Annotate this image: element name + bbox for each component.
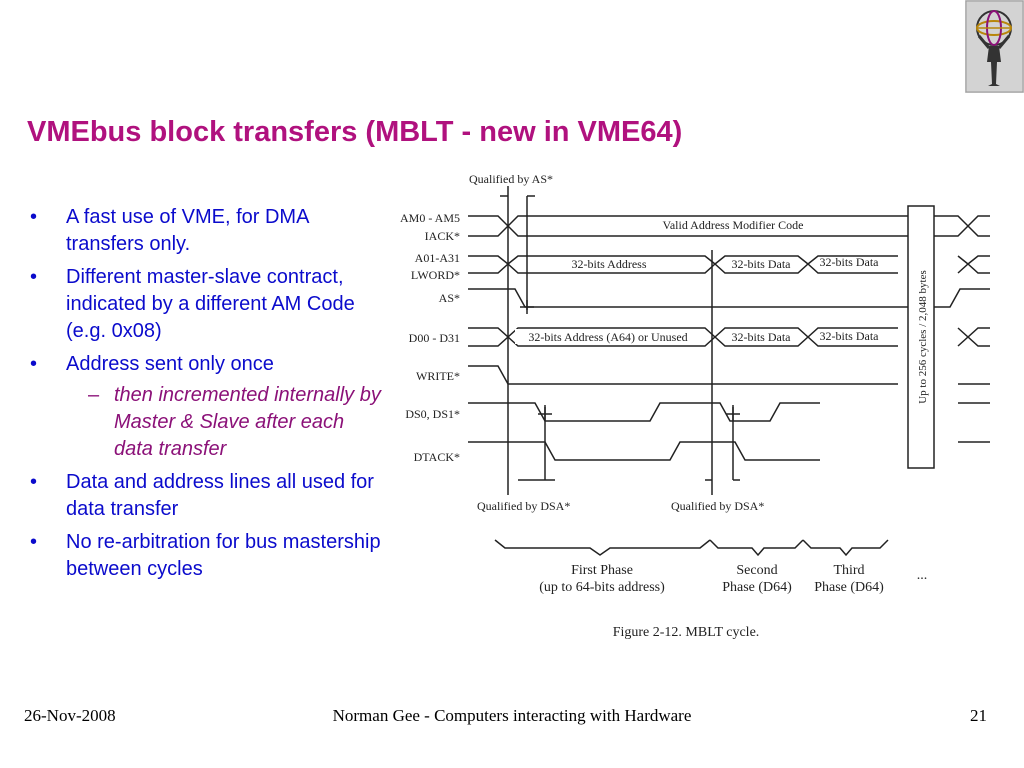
- data-label: 32-bits Data: [820, 329, 880, 343]
- bullet-item: No re-arbitration for bus mastership bet…: [24, 529, 384, 583]
- bullet-item: Data and address lines all used for data…: [24, 469, 384, 523]
- phase-label: Third: [833, 563, 864, 578]
- footer-author: Norman Gee - Computers interacting with …: [332, 706, 692, 725]
- cycle-limit-note: Up to 256 cycles / 2,048 bytes: [917, 270, 929, 404]
- signal-label: AS*: [439, 291, 460, 305]
- data-label: 32-bits Data: [732, 257, 792, 271]
- signal-label: DS0, DS1*: [405, 407, 460, 421]
- signal-label: AM0 - AM5: [400, 211, 460, 225]
- phase-label: Phase (D64): [814, 580, 884, 595]
- signal-label: DTACK*: [414, 450, 460, 464]
- phase-label: First Phase: [571, 563, 633, 578]
- signal-label: A01-A31: [415, 251, 460, 265]
- phase-label: Second: [736, 563, 777, 578]
- phase-label: (up to 64-bits address): [539, 580, 665, 595]
- address-label: 32-bits Address: [572, 257, 647, 271]
- bullet-item: Address sent only once then incremented …: [24, 351, 384, 463]
- qualified-as-label: Qualified by AS*: [469, 172, 553, 186]
- signal-label: LWORD*: [411, 268, 460, 282]
- bullet-list: A fast use of VME, for DMA transfers onl…: [24, 204, 384, 589]
- signal-label: D00 - D31: [409, 331, 460, 345]
- phase-ellipsis: ...: [917, 568, 928, 583]
- qualified-dsa-label: Qualified by DSA*: [477, 499, 570, 513]
- data-label: 32-bits Data: [732, 330, 792, 344]
- page-number: 21: [970, 706, 987, 725]
- figure-caption: Figure 2-12. MBLT cycle.: [613, 625, 760, 640]
- sub-bullet-item: then incremented internally by Master & …: [88, 382, 384, 463]
- signal-label: WRITE*: [416, 369, 460, 383]
- phase-label: Phase (D64): [722, 580, 792, 595]
- bullet-item: A fast use of VME, for DMA transfers onl…: [24, 204, 384, 258]
- qualified-dsa-label: Qualified by DSA*: [671, 499, 764, 513]
- bullet-item: Different master-slave contract, indicat…: [24, 264, 384, 345]
- signal-label: IACK*: [425, 229, 460, 243]
- am-code-label: Valid Address Modifier Code: [663, 218, 804, 232]
- slide-title: VMEbus block transfers (MBLT - new in VM…: [27, 116, 683, 148]
- data-label: 32-bits Data: [820, 255, 880, 269]
- mblt-timing-diagram: AM0 - AM5 IACK* A01-A31 LWORD* AS* D00 -…: [400, 172, 990, 640]
- footer-date: 26-Nov-2008: [24, 706, 116, 725]
- sub-bullet-list: then incremented internally by Master & …: [66, 382, 384, 463]
- address-a64-label: 32-bits Address (A64) or Unused: [528, 330, 687, 344]
- atlas-logo-icon: [965, 0, 1024, 93]
